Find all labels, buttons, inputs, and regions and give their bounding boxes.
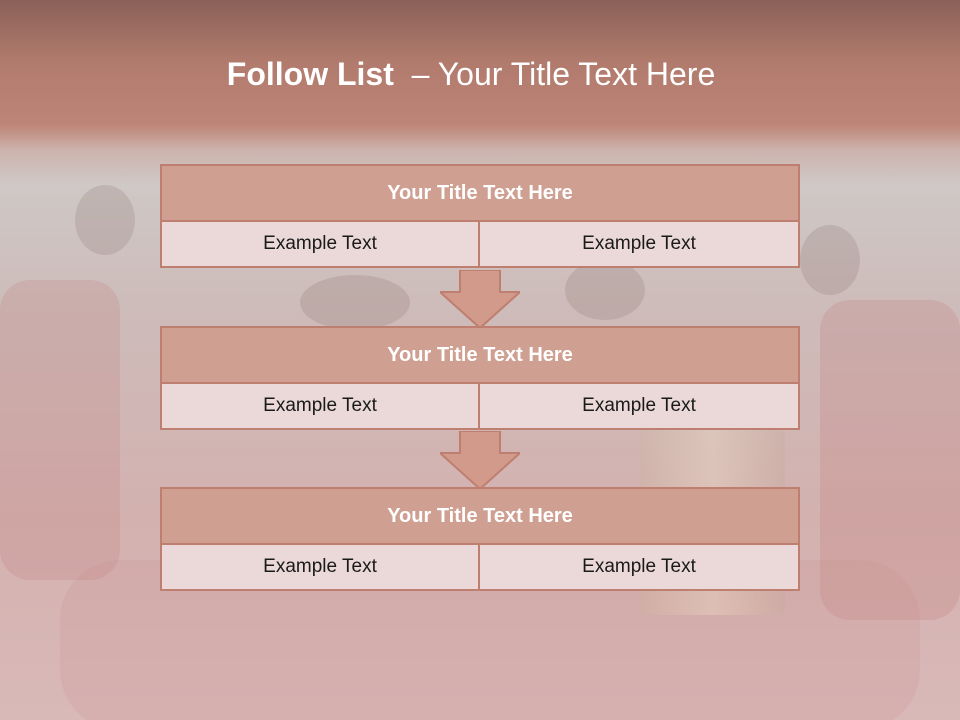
step-block-2: Your Title Text Here Example Text Exampl… <box>160 326 800 430</box>
step-2-left-cell: Example Text <box>162 384 480 428</box>
step-3-left-cell: Example Text <box>162 545 480 589</box>
step-3-right-cell: Example Text <box>582 556 696 577</box>
background-seat-right <box>820 300 960 620</box>
step-block-3: Your Title Text Here Example Text Exampl… <box>160 487 800 591</box>
down-arrow-icon <box>440 431 520 491</box>
background-audience-head <box>565 260 645 320</box>
step-3-header: Your Title Text Here <box>162 489 798 545</box>
step-1-left-cell: Example Text <box>162 222 480 266</box>
slide-title-rest: – Your Title Text Here <box>393 56 716 92</box>
step-block-1: Your Title Text Here Example Text Exampl… <box>160 164 800 268</box>
down-arrow-icon <box>440 270 520 330</box>
background-audience-head <box>300 275 410 330</box>
step-1-right-cell: Example Text <box>582 233 696 254</box>
background-audience-head <box>75 185 135 255</box>
slide-title: Follow List – Your Title Text Here <box>0 56 942 93</box>
step-2-header: Your Title Text Here <box>162 328 798 384</box>
background-audience-head <box>800 225 860 295</box>
step-1-header: Your Title Text Here <box>162 166 798 222</box>
step-2-right-cell: Example Text <box>582 395 696 416</box>
background-seat-left <box>0 280 120 580</box>
slide-title-bold: Follow List <box>226 56 394 92</box>
